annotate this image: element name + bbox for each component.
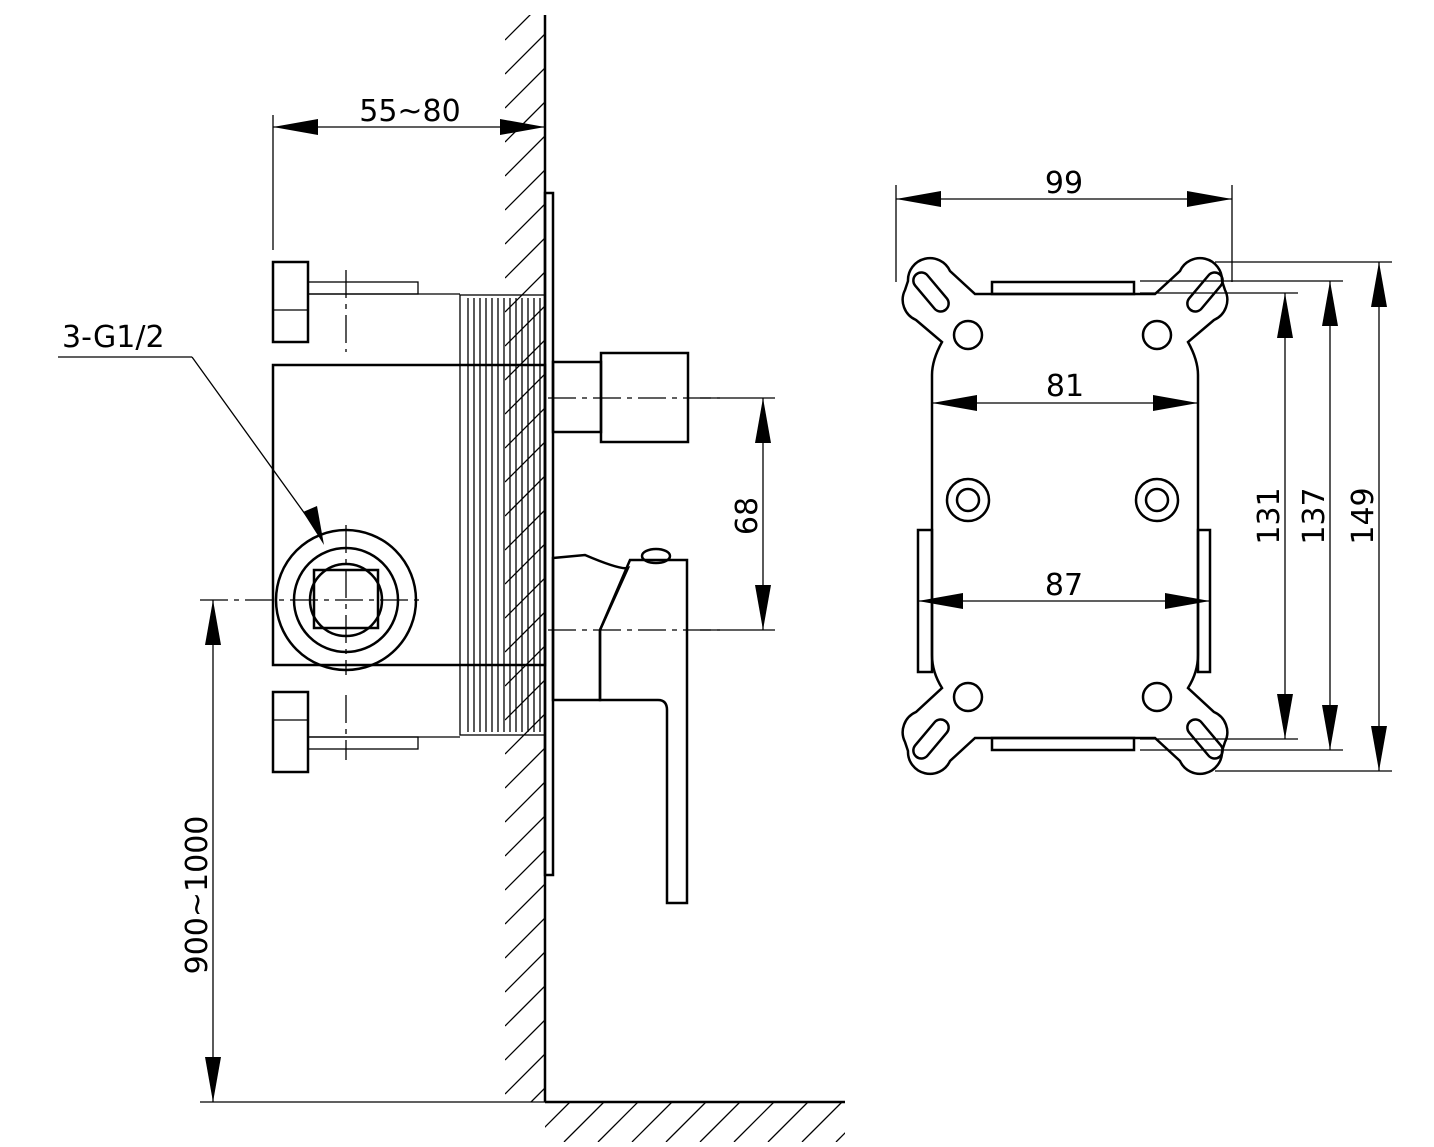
dim-height-overall: 149	[1215, 261, 1392, 772]
dim-overall-width-label: 99	[1045, 166, 1083, 201]
mounting-plate	[901, 256, 1229, 776]
floor	[545, 1100, 845, 1142]
corner-slots	[912, 271, 1224, 760]
lever-handle	[551, 547, 689, 905]
bottom-bar	[990, 736, 1136, 752]
valve-body	[271, 260, 547, 774]
mounting-holes	[945, 319, 1180, 713]
dim-mounting-height: 900~1000	[180, 600, 545, 1103]
side-view: 55~80 3-G1/2 68 900~1000	[58, 15, 845, 1142]
connection-leader: 3-G1/2	[58, 320, 324, 545]
dim-outlet-spacing: 68	[700, 397, 775, 631]
dim-outlet-spacing-label: 68	[730, 497, 765, 535]
dim-mounting-height-label: 900~1000	[180, 816, 215, 975]
top-bar	[990, 280, 1136, 296]
dim-height-inner: 131	[1140, 292, 1298, 740]
side-center-lines	[200, 270, 720, 760]
connection-label: 3-G1/2	[62, 320, 165, 355]
cover-plate	[543, 191, 555, 877]
dim-height-mid: 137	[1140, 280, 1343, 751]
dim-hole-spacing-lower: 87	[918, 568, 1210, 609]
dim-install-depth: 55~80	[272, 94, 545, 250]
dim-hole-spacing-upper-label: 81	[1046, 369, 1084, 404]
dim-hole-spacing-upper: 81	[932, 369, 1198, 411]
dim-height-overall-label: 149	[1346, 487, 1381, 544]
dim-overall-width: 99	[895, 166, 1233, 282]
dim-install-depth-label: 55~80	[359, 94, 460, 129]
dim-hole-spacing-lower-label: 87	[1045, 568, 1083, 603]
dim-height-inner-label: 131	[1252, 487, 1287, 544]
dim-height-mid-label: 137	[1297, 487, 1332, 544]
wall	[505, 15, 547, 1102]
front-view: 99 81 87 131	[895, 166, 1392, 776]
